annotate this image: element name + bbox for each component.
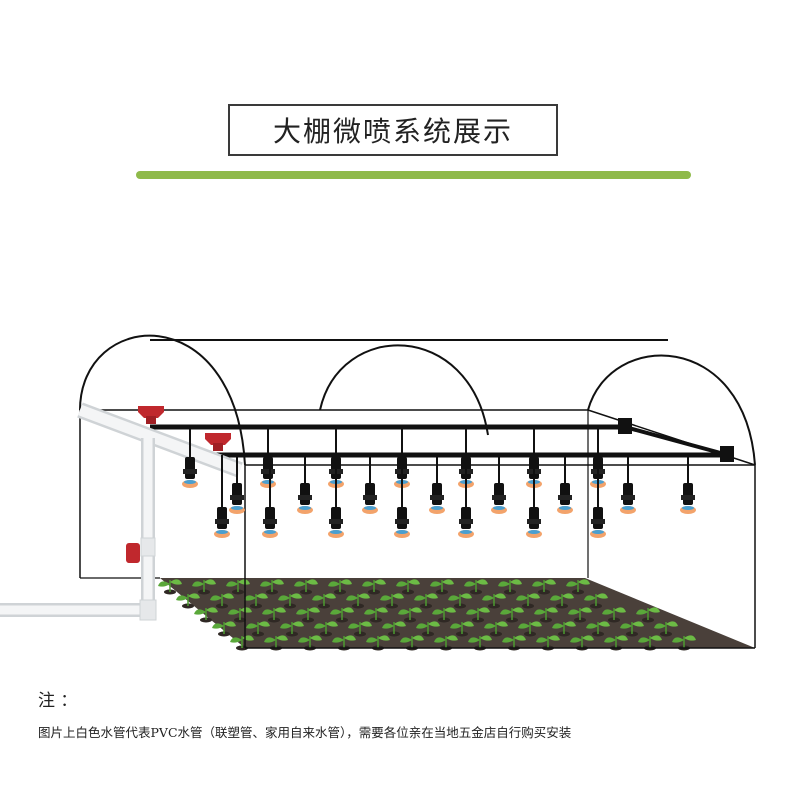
seedling-icon bbox=[294, 579, 318, 595]
title-box: 大棚微喷系统展示 bbox=[228, 104, 558, 156]
seedling-icon bbox=[518, 621, 542, 637]
seedling-icon bbox=[228, 607, 252, 623]
seedling-icon bbox=[532, 579, 556, 595]
seedling-icon bbox=[620, 621, 644, 637]
seedling-icon bbox=[636, 607, 660, 623]
hoop-back bbox=[587, 354, 756, 466]
note-label: 注 ： bbox=[38, 691, 78, 711]
side-spray-pipe bbox=[624, 425, 729, 457]
spray-nozzle bbox=[620, 455, 636, 514]
valve-icon bbox=[138, 406, 164, 418]
spray-nozzle bbox=[229, 455, 245, 514]
seedling-icon bbox=[312, 593, 336, 609]
seedling-icon bbox=[568, 607, 592, 623]
spray-nozzle bbox=[262, 455, 278, 538]
spray-nozzle bbox=[297, 455, 313, 514]
seedling-icon bbox=[364, 607, 388, 623]
seedling-icon bbox=[226, 579, 250, 595]
seedling-icon bbox=[332, 635, 356, 651]
seedling-icon bbox=[586, 621, 610, 637]
seedling-icon bbox=[430, 579, 454, 595]
seedling-icon bbox=[584, 593, 608, 609]
seedling-icon bbox=[484, 621, 508, 637]
seedling-icon bbox=[450, 621, 474, 637]
seedling-icon bbox=[330, 607, 354, 623]
seedling-icon bbox=[348, 621, 372, 637]
seedling-icon bbox=[176, 593, 200, 609]
spray-nozzle bbox=[429, 455, 445, 514]
seedling-icon bbox=[192, 579, 216, 595]
seedling-icon bbox=[212, 621, 236, 637]
seedling-icon bbox=[602, 607, 626, 623]
seedling-icon bbox=[414, 593, 438, 609]
spray-nozzle bbox=[328, 455, 344, 538]
seedling-icon bbox=[516, 593, 540, 609]
seedling-icon bbox=[262, 607, 286, 623]
seedling-icon bbox=[244, 593, 268, 609]
seedling-icon bbox=[380, 593, 404, 609]
spray-nozzles bbox=[182, 427, 696, 538]
seedling-icon bbox=[296, 607, 320, 623]
seedling-icon bbox=[498, 579, 522, 595]
seedling-icon bbox=[158, 579, 182, 595]
seedling-icon bbox=[552, 621, 576, 637]
seedling-icon bbox=[396, 579, 420, 595]
seedling-icon bbox=[278, 593, 302, 609]
spray-nozzle bbox=[362, 455, 378, 514]
seedling-icon bbox=[314, 621, 338, 637]
seedling-icon bbox=[210, 593, 234, 609]
seedling-icon bbox=[466, 607, 490, 623]
seedling-icon bbox=[194, 607, 218, 623]
seedling-icon bbox=[366, 635, 390, 651]
spray-nozzle bbox=[214, 455, 230, 538]
seedling-icon bbox=[398, 607, 422, 623]
seedling-icon bbox=[500, 607, 524, 623]
page-title: 大棚微喷系统展示 bbox=[272, 115, 513, 148]
hoop-middle bbox=[319, 344, 489, 436]
seedling-icon bbox=[382, 621, 406, 637]
spray-nozzle bbox=[590, 455, 606, 538]
hoop-front bbox=[79, 334, 246, 466]
note-text: 图片上白色水管代表PVC水管（联塑管、家用自来水管），需要各位亲在当地五金店自行… bbox=[38, 725, 572, 740]
seedling-icon bbox=[362, 579, 386, 595]
seedling-icon bbox=[654, 621, 678, 637]
spray-nozzle bbox=[458, 455, 474, 538]
spray-nozzle bbox=[526, 455, 542, 538]
seedling-icon bbox=[570, 635, 594, 651]
spray-nozzle bbox=[680, 455, 696, 514]
seedling-icon bbox=[246, 621, 270, 637]
seedling-icon bbox=[328, 579, 352, 595]
accent-divider bbox=[136, 171, 691, 179]
seedling-icon bbox=[260, 579, 284, 595]
ball-valve-icon bbox=[126, 543, 140, 563]
seedling-icon bbox=[416, 621, 440, 637]
seedling-icon bbox=[448, 593, 472, 609]
seedling-icon bbox=[534, 607, 558, 623]
seedling-icon bbox=[432, 607, 456, 623]
seedling-icon bbox=[482, 593, 506, 609]
seedling-icon bbox=[464, 579, 488, 595]
seedling-icon bbox=[280, 621, 304, 637]
spray-nozzle bbox=[491, 455, 507, 514]
seedling-icon bbox=[434, 635, 458, 651]
seedling-icon bbox=[346, 593, 370, 609]
spray-nozzle bbox=[260, 427, 276, 488]
seedlings bbox=[158, 579, 696, 651]
spray-nozzle bbox=[394, 455, 410, 538]
seedling-icon bbox=[536, 635, 560, 651]
spray-nozzle bbox=[557, 455, 573, 514]
seedling-icon bbox=[566, 579, 590, 595]
spray-nozzle bbox=[182, 427, 198, 488]
seedling-icon bbox=[264, 635, 288, 651]
seedling-icon bbox=[550, 593, 574, 609]
valve-icon bbox=[205, 433, 231, 445]
